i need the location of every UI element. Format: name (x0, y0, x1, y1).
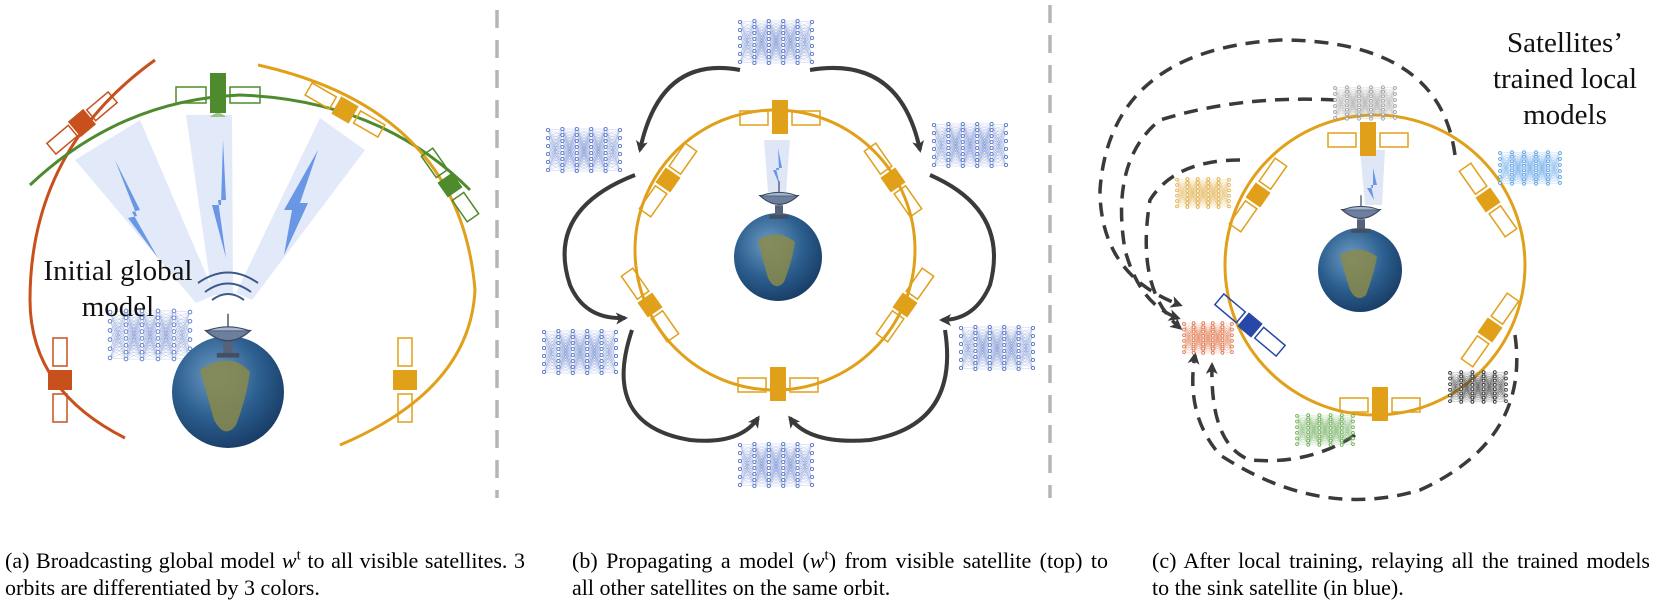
neural-network-icon (541, 328, 619, 376)
neural-network-icon (1498, 150, 1562, 186)
neural-network-icon (1448, 370, 1508, 404)
neural-network-icon (737, 18, 815, 66)
satellite-icon (1228, 157, 1288, 233)
caption-a-prefix: (a) Broadcasting global model (5, 548, 276, 573)
satellite-icon (739, 100, 821, 134)
sink-satellite-icon (1213, 292, 1287, 358)
trained-local-models-label: Satellites’ trained local models (1492, 27, 1638, 131)
satellite-icon (1339, 387, 1421, 421)
caption-b-sup: t (824, 547, 829, 564)
caption-b-var: w (809, 548, 825, 573)
relay-arrow (1098, 38, 1457, 308)
satellite-icon (45, 90, 119, 156)
caption-c: (c) After local training, relaying all t… (1152, 548, 1650, 600)
caption-a-var: w (281, 548, 297, 573)
panel-b (541, 18, 1036, 489)
signal-waves-icon (197, 271, 259, 301)
orbit-red (28, 58, 156, 440)
initial-global-model-label: Initial global model (43, 255, 193, 323)
ground-station-dish-icon (759, 180, 799, 220)
lightning-icon (1367, 168, 1377, 200)
satellite-icon (863, 142, 923, 218)
earth-land (200, 360, 250, 432)
relay-arrow (1144, 158, 1241, 330)
lightning-icon (773, 148, 782, 186)
beam-center (186, 115, 233, 295)
caption-b: (b) Propagating a model (wt) from visibl… (572, 547, 1108, 601)
caption-a: (a) Broadcasting global model wt to all … (5, 547, 525, 601)
satellite-icon (737, 367, 819, 401)
satellite-icon (175, 73, 261, 117)
neural-network-icon (1175, 177, 1231, 209)
neural-network-icon (1182, 321, 1234, 355)
neural-network-icon (958, 324, 1036, 372)
satellite-icon (48, 337, 72, 423)
neural-network-icon (545, 126, 623, 174)
caption-b-suffix: ) from visible satellite (top) to all ot… (572, 548, 1108, 600)
propagation-arrow (621, 329, 760, 443)
beam-center (764, 140, 790, 192)
propagation-arrow (809, 65, 925, 153)
lightning-icon (284, 150, 318, 255)
earth-land (758, 234, 795, 287)
relay-arrow (1187, 334, 1519, 502)
neural-network-icon (737, 441, 815, 489)
satellite-icon (1458, 162, 1518, 238)
earth-land (1340, 249, 1377, 299)
panel-a (28, 58, 480, 448)
propagation-arrow (929, 173, 996, 326)
satellite-icon (420, 147, 480, 223)
propagation-arrow (788, 329, 950, 443)
neural-network-icon (1333, 85, 1397, 121)
caption-a-sup: t (296, 547, 301, 564)
propagation-arrow (635, 65, 741, 153)
beam-center (1360, 150, 1385, 205)
propagation-arrow (562, 173, 636, 325)
satellite-icon (304, 81, 386, 139)
caption-a-suffix: to all visible satellites. 3 orbits are … (5, 548, 526, 600)
satellite-icon (620, 267, 680, 343)
caption-b-prefix: (b) Propagating a model ( (572, 548, 810, 573)
satellite-icon (638, 142, 698, 218)
neural-network-icon (1295, 413, 1355, 447)
panel-c (1098, 38, 1562, 502)
satellite-icon (1460, 292, 1520, 368)
satellite-icon (393, 337, 417, 423)
orbit-orange (257, 63, 477, 447)
satellite-icon (1327, 122, 1409, 156)
beam-left (75, 120, 215, 303)
relay-arrow (1119, 97, 1336, 321)
satellite-icon (875, 267, 935, 343)
relay-arrow (1205, 362, 1356, 463)
lightning-icon (212, 140, 226, 258)
neural-network-icon (931, 121, 1009, 169)
lightning-icon (115, 160, 158, 258)
